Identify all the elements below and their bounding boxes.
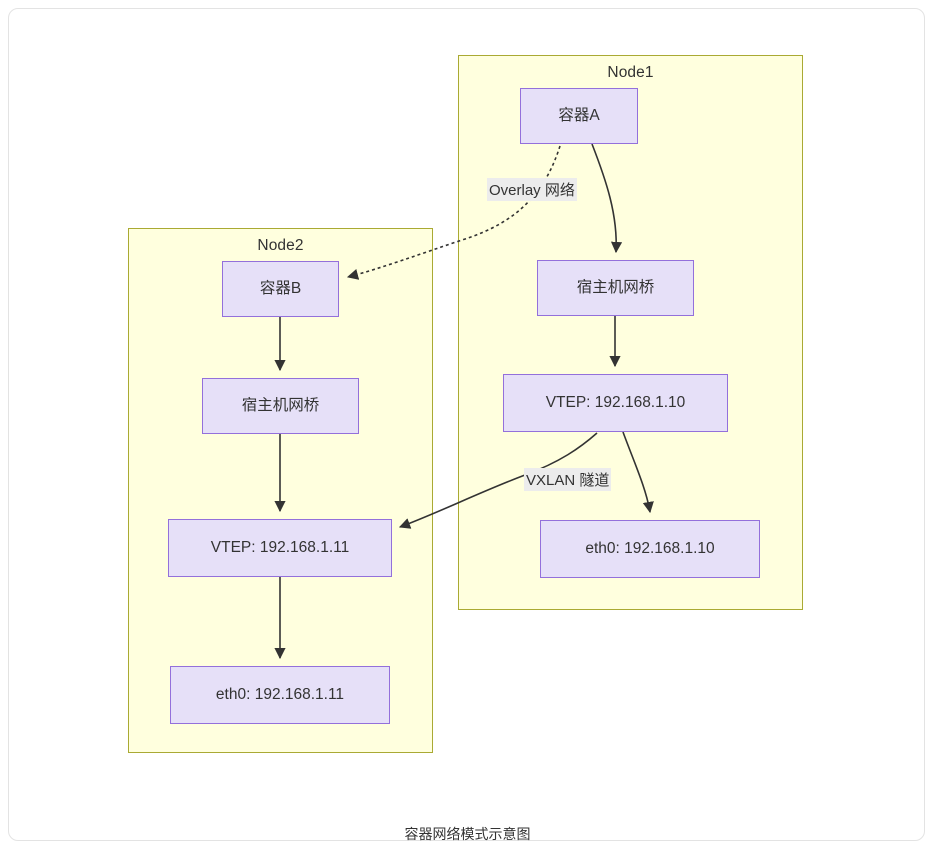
cluster-node2-label: Node2 bbox=[257, 237, 304, 254]
node-eth0-2[interactable]: eth0: 192.168.1.11 bbox=[170, 666, 390, 724]
node-eth0-2-label: eth0: 192.168.1.11 bbox=[215, 685, 345, 703]
node-vtep-1[interactable]: VTEP: 192.168.1.10 bbox=[503, 374, 728, 432]
node-host-bridge-1[interactable]: 宿主机网桥 bbox=[537, 260, 694, 316]
diagram-caption: 容器网络模式示意图 bbox=[404, 826, 531, 842]
node-vtep-2-label: VTEP: 192.168.1.11 bbox=[210, 538, 350, 556]
node-eth0-1-label: eth0: 192.168.1.10 bbox=[585, 539, 715, 557]
edge-label-overlay: Overlay 网络 bbox=[487, 178, 577, 201]
node-container-b-label: 容器B bbox=[259, 279, 302, 297]
node-container-b[interactable]: 容器B bbox=[222, 261, 339, 317]
node-vtep-2[interactable]: VTEP: 192.168.1.11 bbox=[168, 519, 392, 577]
node-vtep-1-label: VTEP: 192.168.1.10 bbox=[545, 393, 686, 411]
edge-label-vxlan: VXLAN 隧道 bbox=[524, 468, 612, 491]
cluster-node1-label: Node1 bbox=[607, 64, 654, 81]
node-eth0-1[interactable]: eth0: 192.168.1.10 bbox=[540, 520, 760, 578]
node-container-a-label: 容器A bbox=[558, 106, 600, 124]
node-host-bridge-2[interactable]: 宿主机网桥 bbox=[202, 378, 359, 434]
node-host-bridge-2-label: 宿主机网桥 bbox=[241, 396, 320, 414]
node-container-a[interactable]: 容器A bbox=[520, 88, 638, 144]
node-host-bridge-1-label: 宿主机网桥 bbox=[576, 278, 655, 296]
